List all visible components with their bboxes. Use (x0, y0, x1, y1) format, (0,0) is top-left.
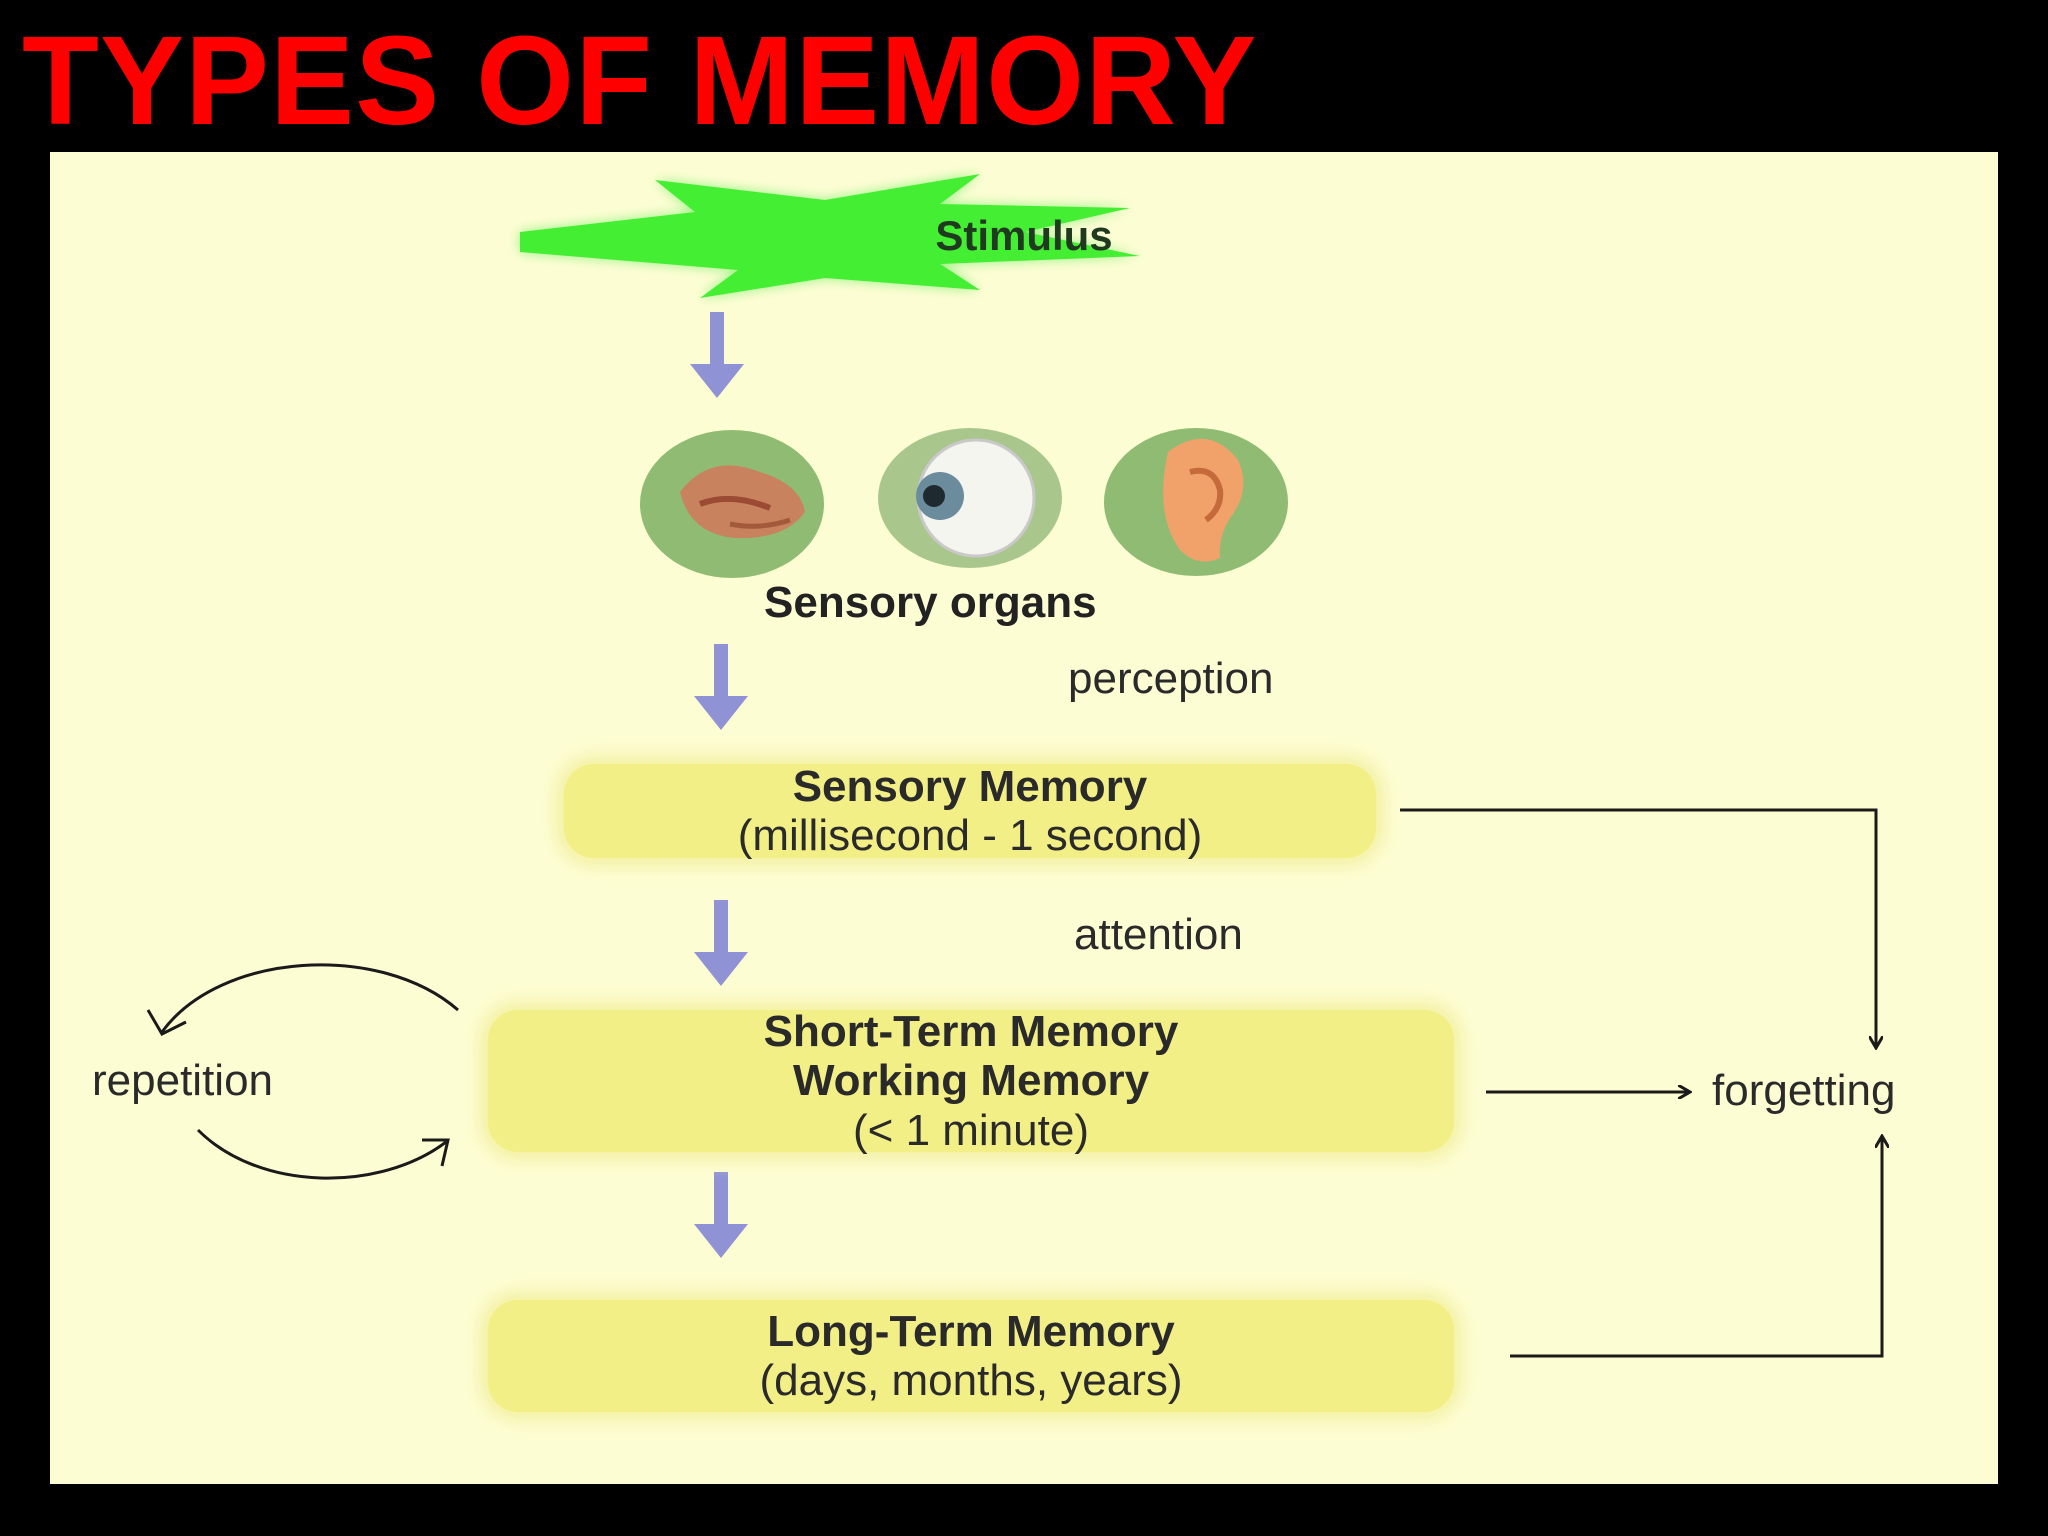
arrow-down-icon (694, 900, 748, 986)
slide-title: TYPES OF MEMORY (22, 10, 1258, 151)
eye-icon (878, 428, 1062, 568)
sensory-memory-box: Sensory Memory (millisecond - 1 second) (564, 761, 1376, 860)
repetition-label: repetition (92, 1056, 274, 1105)
working-memory-title: Working Memory (792, 1056, 1150, 1106)
stimulus-label: Stimulus (935, 212, 1113, 259)
short-term-memory-box: Short-Term Memory Working Memory (< 1 mi… (488, 1007, 1454, 1155)
long-term-memory-duration: (days, months, years) (759, 1356, 1183, 1405)
memory-diagram: Stimulus Sensory organs perception Senso… (50, 152, 1998, 1484)
forgetting-label: forgetting (1712, 1066, 1896, 1115)
ear-icon (1104, 428, 1288, 576)
stimulus-starburst (520, 174, 1140, 298)
arrow-down-icon (694, 1172, 748, 1258)
sensory-organs-label: Sensory organs (764, 578, 1097, 627)
long-term-memory-box: Long-Term Memory (days, months, years) (488, 1300, 1454, 1412)
diagram-graphics (146, 174, 1998, 1358)
perception-label: perception (1068, 654, 1274, 703)
short-term-memory-title: Short-Term Memory (763, 1007, 1179, 1057)
attention-label: attention (1074, 910, 1243, 959)
short-term-memory-duration: (< 1 minute) (853, 1105, 1089, 1155)
sensory-memory-duration: (millisecond - 1 second) (737, 811, 1203, 860)
arrow-down-icon (690, 312, 744, 398)
tongue-icon (640, 430, 824, 578)
sensory-memory-title: Sensory Memory (792, 761, 1148, 811)
forgetting-connectors (1400, 808, 1882, 1358)
arrow-down-icon (694, 644, 748, 730)
long-term-memory-title: Long-Term Memory (767, 1306, 1175, 1356)
repetition-loop-arrows (146, 963, 459, 1180)
